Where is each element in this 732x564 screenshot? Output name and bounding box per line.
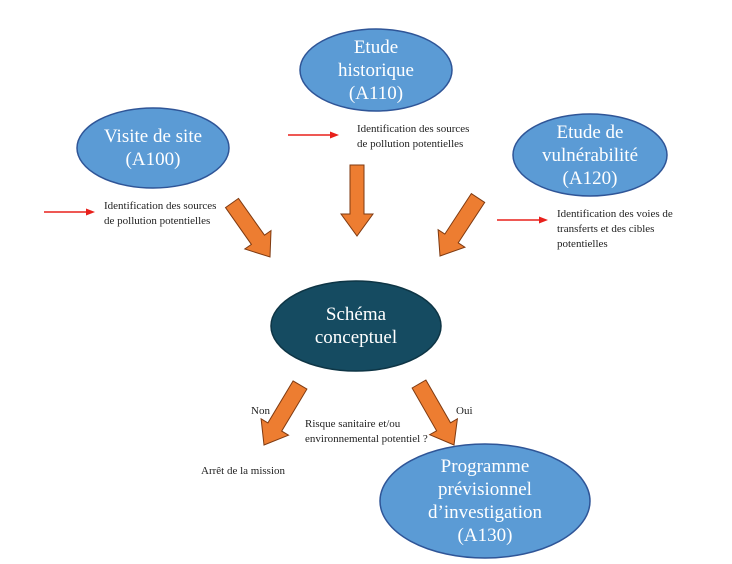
node-label-line: Etude bbox=[353, 36, 399, 58]
block-arrow-vulnerabilite-to-schema bbox=[437, 192, 486, 257]
node-etude-historique-shape bbox=[299, 28, 453, 112]
note-line: de pollution potentielles bbox=[357, 138, 464, 150]
node-visite-de-site: Visite de site (A100) bbox=[77, 110, 229, 186]
note-vulnerabilite-voies: Identification des voies de transferts e… bbox=[557, 207, 727, 252]
decision-stop-label: Arrêt de la mission bbox=[201, 465, 286, 477]
node-programme-previsionnel-shape bbox=[379, 443, 591, 559]
node-label-line: historique bbox=[338, 59, 414, 81]
node-schema-conceptuel-shape bbox=[270, 280, 442, 372]
node-label-line: Visite de site bbox=[103, 126, 203, 147]
pointer-arrow-vulnerabilite bbox=[497, 216, 548, 224]
block-arrow-visite-to-schema bbox=[224, 197, 272, 258]
node-label-line: Schéma bbox=[325, 304, 387, 325]
node-label-line: (A120) bbox=[562, 167, 618, 189]
node-label-line: (A100) bbox=[125, 149, 181, 170]
node-visite-de-site-shape bbox=[76, 107, 230, 189]
block-arrow-schema-to-stop bbox=[260, 380, 308, 446]
pointer-arrow-historique bbox=[288, 131, 339, 139]
note-line: Identification des sources bbox=[357, 123, 470, 135]
node-label-line: prévisionnel bbox=[438, 479, 532, 500]
node-label-line: vulnérabilité bbox=[541, 144, 639, 166]
node-label-line: (A130) bbox=[457, 525, 513, 546]
pointer-arrow-visite bbox=[44, 208, 95, 216]
block-arrow-historique-to-schema bbox=[340, 164, 374, 237]
note-line: transferts et des cibles bbox=[557, 223, 655, 235]
node-etude-historique: Etude historique (A110) bbox=[300, 30, 452, 110]
node-label-line: Programme bbox=[440, 456, 530, 477]
question-line: Risque sanitaire et/ou bbox=[305, 418, 401, 430]
note-line: potentielles bbox=[557, 238, 608, 250]
node-etude-vulnerabilite-shape bbox=[512, 113, 668, 197]
note-historique-sources: Identification des sources de pollution … bbox=[357, 122, 507, 152]
node-label-line: conceptuel bbox=[314, 327, 398, 348]
note-visite-sources: Identification des sources de pollution … bbox=[104, 199, 254, 229]
node-label-line: (A110) bbox=[348, 82, 404, 104]
note-line: Identification des voies de bbox=[557, 208, 673, 220]
decision-question: Risque sanitaire et/ou environnemental p… bbox=[305, 417, 455, 447]
decision-yes-label: Oui bbox=[456, 405, 473, 417]
note-line: Identification des sources bbox=[104, 200, 217, 212]
node-schema-conceptuel: Schéma conceptuel bbox=[271, 282, 441, 370]
node-label-line: Etude de bbox=[556, 121, 624, 143]
node-programme-previsionnel: Programme prévisionnel d’investigation (… bbox=[380, 452, 590, 550]
node-label-line: d’investigation bbox=[428, 502, 542, 523]
question-line: environnemental potentiel ? bbox=[305, 433, 428, 445]
block-arrow-schema-to-programme bbox=[411, 379, 459, 446]
note-line: de pollution potentielles bbox=[104, 215, 211, 227]
decision-no-label: Non bbox=[251, 405, 270, 417]
node-etude-vulnerabilite: Etude de vulnérabilité (A120) bbox=[513, 115, 667, 195]
